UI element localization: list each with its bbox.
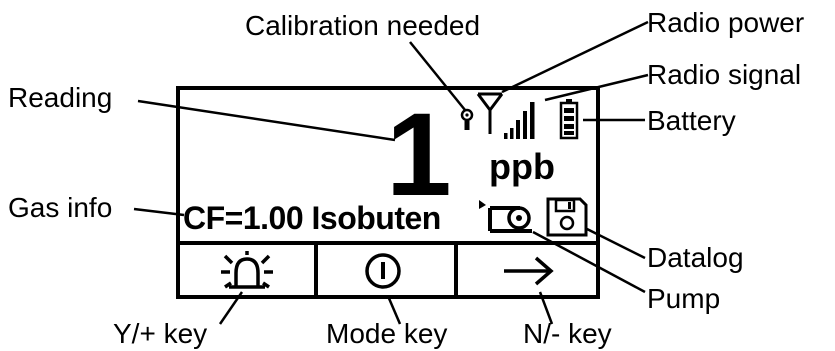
y-plus-key-label: Y/+ key: [113, 318, 208, 349]
n-minus-key-label: N/- key: [523, 318, 612, 349]
leader-y-plus-key: [218, 291, 244, 325]
leader-reading: [137, 99, 396, 142]
signal-bars-icon: [504, 102, 535, 139]
calibration-needed-icon: [460, 108, 474, 130]
datalog-label: Datalog: [647, 242, 744, 273]
leader-mode-key: [386, 295, 402, 325]
leader-radio-signal: [544, 73, 649, 102]
power-icon: [365, 253, 401, 289]
radio-signal-label: Radio signal: [647, 59, 802, 90]
unit-label: ppb: [489, 146, 555, 187]
right-arrow-icon: [504, 256, 554, 286]
leader-n-minus-key: [538, 291, 554, 325]
reading-value: 1: [386, 89, 452, 221]
battery-label: Battery: [647, 105, 736, 136]
leader-pump: [532, 230, 646, 294]
leader-gas-info: [133, 207, 185, 217]
battery-icon: [559, 99, 579, 140]
leader-datalog: [586, 227, 646, 260]
floppy-disk-icon: [546, 197, 588, 237]
alarm-bell-icon: [221, 251, 273, 289]
leader-calibration: [409, 41, 466, 111]
y-plus-key-button[interactable]: [180, 245, 314, 295]
radio-power-label: Radio power: [647, 7, 805, 38]
pump-icon: [479, 200, 532, 233]
pump-label: Pump: [647, 283, 721, 314]
gas-info-label: Gas info: [8, 192, 113, 223]
radio-antenna-icon: [476, 92, 504, 134]
gas-info-text: CF=1.00 Isobuten: [183, 200, 441, 236]
n-minus-key-button[interactable]: [458, 245, 596, 295]
reading-label: Reading: [8, 82, 113, 113]
mode-key-label: Mode key: [326, 318, 448, 349]
calibration-needed-label: Calibration needed: [245, 10, 481, 41]
mode-key-button[interactable]: [318, 245, 454, 295]
leader-radio-power: [501, 20, 649, 94]
